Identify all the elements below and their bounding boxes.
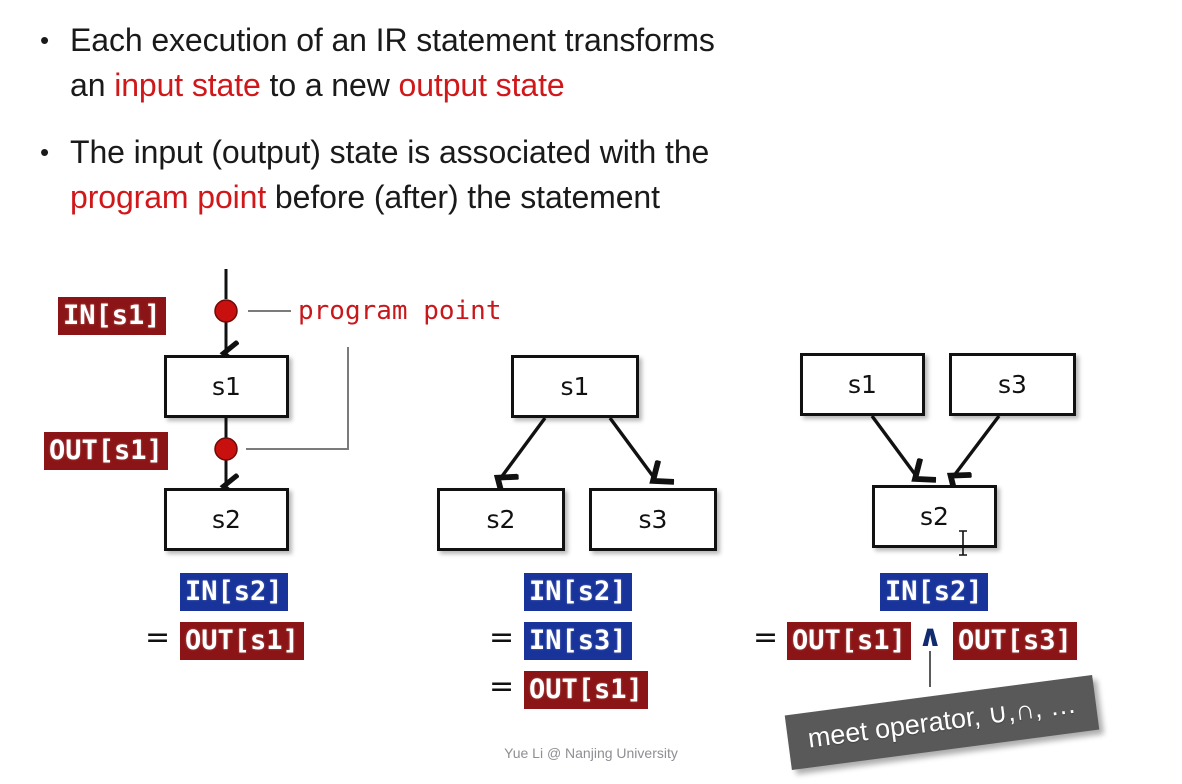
- program-point-callout-label: program point: [298, 296, 502, 326]
- d1-callout-leader-bottom: [246, 347, 349, 450]
- tag-out-s1: OUT[s1]: [44, 432, 168, 470]
- state-box-d3-s2[interactable]: s2: [872, 485, 997, 548]
- bullet-text-1: Each execution of an IR statement transf…: [70, 18, 715, 108]
- state-box-label: s3: [998, 370, 1027, 399]
- meet-operator-symbol: ∧: [918, 619, 943, 654]
- bullet-2-line-2-suffix: before (after) the statement: [266, 179, 660, 215]
- equation-d3-term-out-s3: OUT[s3]: [953, 622, 1077, 660]
- equation-d2-equals-2: =: [489, 669, 515, 704]
- state-box-d2-s2[interactable]: s2: [437, 488, 565, 551]
- state-box-d1-s2[interactable]: s2: [164, 488, 289, 551]
- equation-d2-lhs-in-s2: IN[s2]: [524, 573, 632, 611]
- state-box-label: s2: [212, 505, 241, 534]
- equation-d2-rhs-in-s3: IN[s3]: [524, 622, 632, 660]
- state-box-label: s1: [212, 372, 241, 401]
- state-box-label: s1: [560, 372, 590, 401]
- equation-d3-equals: =: [753, 620, 779, 655]
- highlight-program-point: program point: [70, 179, 267, 215]
- equation-d1-rhs-out-s1: OUT[s1]: [180, 622, 304, 660]
- bullet-text-2: The input (output) state is associated w…: [70, 130, 709, 220]
- bullet-list: • Each execution of an IR statement tran…: [28, 18, 1028, 242]
- bullet-item-2: • The input (output) state is associated…: [28, 130, 1028, 220]
- state-box-d2-s3[interactable]: s3: [589, 488, 717, 551]
- dataflow-diagram-area: s1 s2 IN[s1] OUT[s1] program point IN[s2…: [0, 255, 1182, 771]
- d2-edge-s1-to-s3: [608, 416, 655, 479]
- bullet-1-line-1: Each execution of an IR statement transf…: [70, 22, 715, 58]
- diagram-connectors: [214, 269, 1001, 687]
- highlight-output-state: output state: [398, 67, 565, 103]
- state-box-d1-s1[interactable]: s1: [164, 355, 289, 418]
- text-cursor-icon: [959, 530, 967, 556]
- d3-edge-s1-to-s2: [870, 414, 917, 477]
- equation-d3-lhs-in-s2: IN[s2]: [880, 573, 988, 611]
- state-box-label: s3: [638, 505, 668, 534]
- state-box-d3-s1[interactable]: s1: [800, 353, 925, 416]
- d2-edge-s1-to-s2: [500, 416, 547, 479]
- bullet-marker: •: [40, 25, 50, 55]
- slide-footer: Yue Li @ Nanjing University: [504, 745, 678, 761]
- state-box-d3-s3[interactable]: s3: [949, 353, 1076, 416]
- equation-d2-equals-1: =: [489, 620, 515, 655]
- bullet-1-line-2-middle: to a new: [260, 67, 399, 103]
- state-box-label: s1: [848, 370, 877, 399]
- bullet-2-line-1: The input (output) state is associated w…: [70, 134, 710, 170]
- highlight-input-state: input state: [114, 67, 261, 103]
- state-box-d2-s1[interactable]: s1: [511, 355, 639, 418]
- tag-in-s1: IN[s1]: [58, 297, 166, 335]
- equation-d2-rhs-out-s1: OUT[s1]: [524, 671, 648, 709]
- d1-program-point-dot-bottom: [214, 437, 238, 461]
- equation-d1-lhs-in-s2: IN[s2]: [180, 573, 288, 611]
- d1-program-point-dot-top: [214, 299, 238, 323]
- state-box-label: s2: [920, 502, 949, 531]
- bullet-item-1: • Each execution of an IR statement tran…: [28, 18, 1028, 108]
- d3-edge-s3-to-s2: [953, 414, 1001, 477]
- state-box-label: s2: [486, 505, 516, 534]
- equation-d1-equals: =: [145, 620, 171, 655]
- bullet-marker: •: [40, 137, 50, 167]
- equation-d3-term-out-s1: OUT[s1]: [787, 622, 911, 660]
- bullet-1-line-2-prefix: an: [70, 67, 115, 103]
